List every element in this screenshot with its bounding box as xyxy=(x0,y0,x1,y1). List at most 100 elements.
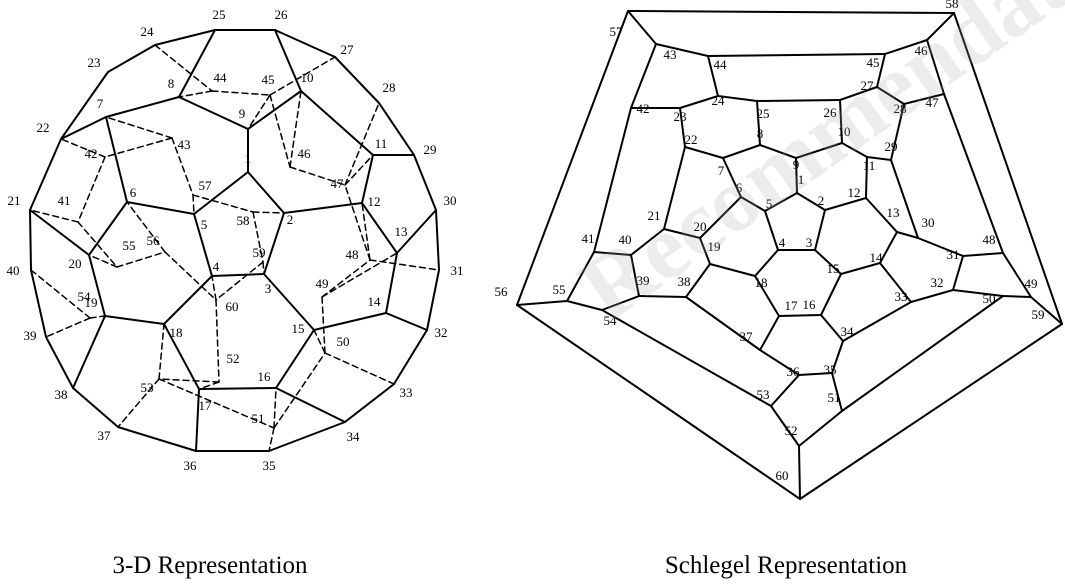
left-hidden-edge-60-4 xyxy=(211,275,217,301)
3d-representation-diagram: 1234567891011121314151617181920212223242… xyxy=(7,7,464,473)
right-vertex-label-47: 47 xyxy=(926,95,940,110)
right-edge-29-30 xyxy=(890,159,919,239)
right-edge-22-7 xyxy=(684,146,724,159)
right-edge-37-17 xyxy=(759,315,780,351)
right-edge-54-39 xyxy=(601,295,640,311)
right-edge-40-21 xyxy=(630,228,665,256)
right-edge-33-34 xyxy=(842,301,912,342)
left-vertex-label-3: 3 xyxy=(265,281,272,296)
right-edge-35-36 xyxy=(798,372,833,376)
left-vertex-label-11: 11 xyxy=(375,136,388,151)
left-vertex-label-36: 36 xyxy=(184,458,198,473)
right-edge-28-29 xyxy=(890,103,905,161)
left-vertex-label-40: 40 xyxy=(7,263,20,278)
right-edge-38-39 xyxy=(638,295,687,298)
right-edge-20-6 xyxy=(699,196,742,239)
left-vertex-label-25: 25 xyxy=(213,7,226,22)
right-vertex-label-15: 15 xyxy=(827,261,840,276)
left-hidden-edge-46-10 xyxy=(289,90,302,168)
right-vertex-label-35: 35 xyxy=(824,362,837,377)
right-vertex-label-40: 40 xyxy=(619,232,632,247)
left-edge-33-34 xyxy=(344,383,395,423)
left-edge-21-20 xyxy=(29,209,90,256)
right-edge-52-53 xyxy=(770,405,800,447)
right-vertex-label-42: 42 xyxy=(637,101,650,116)
left-vertex-label-31: 31 xyxy=(451,263,464,278)
right-vertex-label-53: 53 xyxy=(757,387,770,402)
left-edge-25-8 xyxy=(178,29,216,98)
left-vertex-label-28: 28 xyxy=(383,80,396,95)
right-edge-23-24 xyxy=(679,95,719,109)
left-vertex-label-42: 42 xyxy=(85,146,98,161)
right-edge-49-50 xyxy=(1002,295,1032,298)
left-edge-24-25 xyxy=(154,29,216,46)
left-vertex-label-32: 32 xyxy=(435,325,448,340)
right-vertex-label-6: 6 xyxy=(736,180,743,195)
left-hidden-edge-48-31 xyxy=(369,259,440,271)
right-vertex-label-45: 45 xyxy=(867,55,880,70)
left-edge-16-17 xyxy=(198,387,277,390)
left-edge-19-20 xyxy=(88,254,106,317)
left-edge-15-16 xyxy=(275,329,315,389)
left-hidden-edge-41-21 xyxy=(29,209,79,223)
left-edge-32-14 xyxy=(385,312,428,331)
left-vertex-label-14: 14 xyxy=(368,294,382,309)
left-hidden-edge-58-2 xyxy=(252,211,285,214)
left-hidden-edge-55-56 xyxy=(116,251,166,268)
right-vertex-label-25: 25 xyxy=(757,106,770,121)
left-hidden-edge-41-55 xyxy=(77,221,118,268)
left-hidden-edge-57-5 xyxy=(192,194,195,215)
left-edge-12-2 xyxy=(283,202,363,214)
right-edge-15-16 xyxy=(820,273,842,316)
left-hidden-edge-52-17 xyxy=(198,381,220,390)
left-vertex-label-55: 55 xyxy=(123,238,136,253)
right-vertex-label-8: 8 xyxy=(757,126,764,141)
left-edge-1-2 xyxy=(247,171,285,214)
left-vertex-label-50: 50 xyxy=(337,334,350,349)
left-vertex-label-34: 34 xyxy=(347,429,361,444)
right-edge-13-14 xyxy=(879,231,898,264)
right-vertex-label-58: 58 xyxy=(946,0,959,11)
right-edge-12-13 xyxy=(865,197,898,233)
left-vertex-label-33: 33 xyxy=(400,385,413,400)
left-edge-3-4 xyxy=(211,273,265,277)
left-edge-6-5 xyxy=(126,201,195,215)
right-edge-48-31 xyxy=(962,252,1004,257)
caption-schlegel: Schlegel Representation xyxy=(664,552,908,579)
right-edge-57-43 xyxy=(627,10,657,45)
right-edge-26-10 xyxy=(839,99,843,144)
right-edge-15-3 xyxy=(814,249,842,275)
right-edge-44-24 xyxy=(707,55,719,97)
left-edge-31-32 xyxy=(426,269,440,331)
left-hidden-edge-59-3 xyxy=(262,261,265,275)
left-vertex-label-57: 57 xyxy=(199,178,213,193)
right-vertex-label-9: 9 xyxy=(793,157,800,172)
right-edge-19-20 xyxy=(699,237,711,265)
left-hidden-edge-50-49 xyxy=(321,296,326,354)
right-vertex-label-44: 44 xyxy=(714,57,728,72)
right-edge-33-14 xyxy=(879,262,912,303)
left-vertex-label-9: 9 xyxy=(239,106,246,121)
right-vertex-label-60: 60 xyxy=(776,468,789,483)
left-vertex-label-44: 44 xyxy=(214,70,228,85)
right-vertex-label-22: 22 xyxy=(685,132,698,147)
left-hidden-edge-49-13 xyxy=(321,252,398,298)
left-vertex-label-19: 19 xyxy=(85,295,98,310)
right-edge-7-6 xyxy=(722,157,742,198)
left-edge-7-6 xyxy=(105,116,128,203)
right-vertex-label-31: 31 xyxy=(947,247,960,262)
left-hidden-edge-51-35 xyxy=(268,427,275,452)
right-vertex-label-52: 52 xyxy=(785,423,798,438)
right-edge-50-51 xyxy=(841,295,1004,412)
left-hidden-edge-60-52 xyxy=(215,299,220,383)
right-edge-60-52 xyxy=(798,445,801,500)
left-hidden-edge-52-53 xyxy=(158,378,220,383)
left-vertex-label-17: 17 xyxy=(199,398,213,413)
left-edge-13-14 xyxy=(385,252,398,314)
right-edge-44-45 xyxy=(707,53,886,57)
left-vertex-label-56: 56 xyxy=(147,233,161,248)
right-edge-5-1 xyxy=(764,192,798,212)
left-hidden-edge-46-47 xyxy=(289,166,346,186)
left-vertex-label-21: 21 xyxy=(8,193,21,208)
right-vertex-label-10: 10 xyxy=(838,124,851,139)
